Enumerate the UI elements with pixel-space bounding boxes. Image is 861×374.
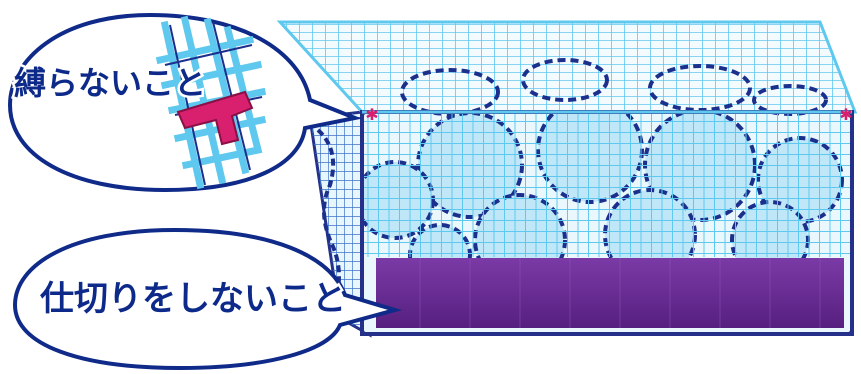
box-left-side-mesh	[310, 112, 370, 335]
corner-marker-left: ✱	[365, 105, 378, 124]
callout-text-no-partition: 仕切りをしないこと	[40, 279, 346, 319]
woven-wire-icon	[155, 15, 267, 190]
callout-no-partition: 仕切りをしないこと	[12, 227, 403, 371]
box-top-lid-mesh	[280, 22, 855, 112]
gabion-box: ✱ ✱	[276, 20, 858, 338]
corner-marker-right: ✱	[839, 105, 852, 124]
callout-bubble-bottom	[12, 227, 403, 371]
callout-text-no-tying: 縛らないこと	[14, 64, 206, 102]
box-front-mesh	[362, 112, 852, 257]
box-bottom-fill	[376, 258, 844, 328]
callout-no-tying: 縛らないこと	[7, 12, 362, 193]
